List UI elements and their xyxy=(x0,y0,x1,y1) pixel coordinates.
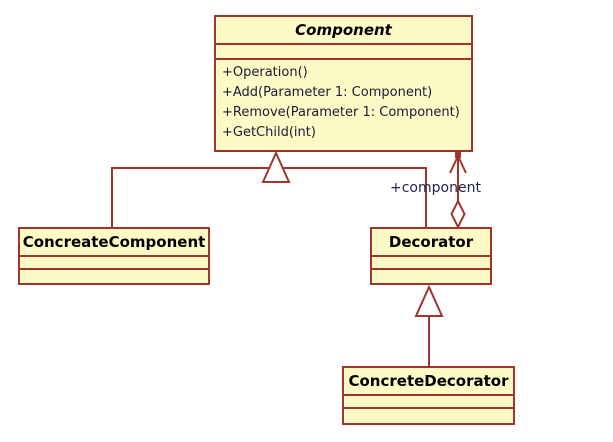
generalization-connector-tree[interactable] xyxy=(111,150,427,227)
connector-anchor-dot xyxy=(455,152,461,158)
operations-compartment: +Operation() +Add(Parameter 1: Component… xyxy=(216,60,471,143)
class-concrete-decorator[interactable]: ConcreteDecorator xyxy=(342,366,515,425)
generalization-connector-decorator[interactable] xyxy=(414,284,444,366)
class-title: ConcreteDecorator xyxy=(344,368,513,396)
class-decorator[interactable]: Decorator xyxy=(370,227,492,285)
method-item: +GetChild(int) xyxy=(222,125,316,140)
attributes-compartment xyxy=(372,257,490,270)
attributes-compartment xyxy=(20,257,208,270)
operations-compartment xyxy=(344,409,513,422)
class-title: ConcreateComponent xyxy=(20,229,208,257)
attributes-compartment xyxy=(216,45,471,60)
navigability-arrow-icon xyxy=(449,153,467,174)
operations-compartment xyxy=(372,270,490,283)
aggregation-role-label: +component xyxy=(390,180,481,196)
method-item: +Add(Parameter 1: Component) xyxy=(222,85,433,100)
generalization-triangle-icon xyxy=(414,284,444,317)
class-component[interactable]: Component +Operation() +Add(Parameter 1:… xyxy=(214,15,473,152)
attributes-compartment xyxy=(344,396,513,409)
aggregation-diamond-icon xyxy=(450,198,466,230)
generalization-triangle-icon xyxy=(261,150,291,183)
class-concreate-component[interactable]: ConcreateComponent xyxy=(18,227,210,285)
operations-compartment xyxy=(20,270,208,283)
class-title: Decorator xyxy=(372,229,490,257)
method-item: +Remove(Parameter 1: Component) xyxy=(222,105,460,120)
class-title: Component xyxy=(216,17,471,45)
method-item: +Operation() xyxy=(222,65,308,80)
